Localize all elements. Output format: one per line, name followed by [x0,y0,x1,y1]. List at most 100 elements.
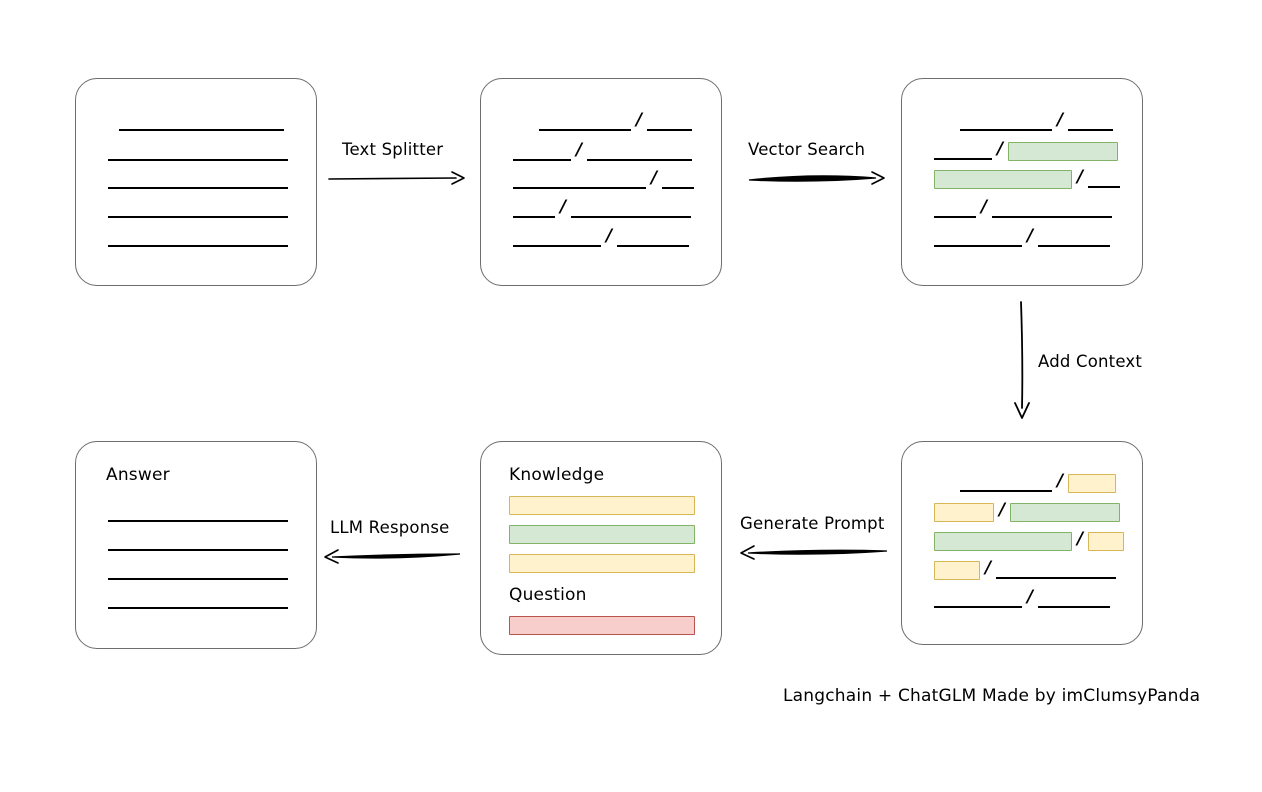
arrow-down-icon [1014,301,1030,419]
document-line: / [513,167,695,189]
box-source-document[interactable] [75,78,317,286]
arrow-left-icon [324,549,461,564]
arrow-label-generate-prompt: Generate Prompt [740,514,885,533]
document-lines: / / / / / [481,79,721,285]
document-line: / [513,198,692,218]
segment-separator: / [1077,528,1084,549]
arrow-add-context: Add Context [1010,300,1160,430]
arrow-label-add-context: Add Context [1038,352,1143,371]
document-line: / [934,138,1119,161]
box-prompt[interactable]: Knowledge Question [480,441,722,655]
knowledge-label: Knowledge [509,465,605,485]
segment-separator: / [981,196,988,217]
arrow-label-text-splitter: Text Splitter [342,140,444,159]
line-segment [108,200,288,218]
line-segment [647,113,693,131]
document-lines: / / / / / [902,79,1142,285]
line-segment [1038,590,1111,608]
line-segment [1088,170,1121,188]
arrow-label-llm-response: LLM Response [330,518,450,537]
knowledge-chip-3 [509,554,695,573]
line-segment-highlight-yellow [934,560,980,580]
question-chip [509,616,695,635]
line-segment-highlight-yellow [1068,473,1117,493]
document-line: / [960,470,1117,493]
segment-separator: / [1027,586,1034,607]
document-lines: / / / / / [902,442,1142,644]
line-segment [513,171,646,189]
document-line: / [513,139,693,161]
line-segment [992,200,1113,218]
document-line: / [934,499,1121,522]
line-segment [108,171,288,189]
document-line: / [934,559,1117,580]
line-segment-highlight-green [934,531,1072,551]
document-lines [76,79,316,285]
arrow-right-icon [328,171,465,185]
segment-separator: / [999,499,1006,520]
line-segment [571,200,692,218]
document-line [108,533,288,551]
document-line [108,591,288,609]
answer-label: Answer [106,465,170,485]
document-line [108,143,288,161]
segment-separator: / [1077,166,1084,187]
box-answer[interactable]: Answer [75,441,317,649]
line-segment [617,229,690,247]
line-segment [934,229,1022,247]
line-segment [1038,229,1111,247]
document-line: / [539,109,693,131]
document-line: / [960,109,1114,131]
document-line [108,562,288,580]
box-context-chunks[interactable]: / / / / / [901,441,1143,645]
document-line: / [934,166,1121,189]
arrow-left-icon [740,545,888,560]
line-segment-highlight-yellow [934,502,994,522]
line-segment [108,562,288,580]
arrow-right-icon [748,171,885,185]
knowledge-chip-1 [509,496,695,515]
line-segment [662,171,695,189]
segment-separator: / [997,138,1004,159]
segment-separator: / [1027,225,1034,246]
arrow-vector-search: Vector Search [748,140,888,190]
line-segment-highlight-green [934,169,1072,189]
line-segment-highlight-yellow [1088,531,1125,551]
box-matched-chunks[interactable]: / / / / / [901,78,1143,286]
line-segment [996,561,1117,579]
arrow-generate-prompt: Generate Prompt [738,514,888,564]
document-line: / [513,227,690,247]
line-segment [108,143,288,161]
segment-separator: / [1057,470,1064,491]
document-line [119,113,284,131]
segment-separator: / [636,109,643,130]
arrow-label-vector-search: Vector Search [748,140,866,159]
diagram-caption: Langchain + ChatGLM Made by imClumsyPand… [783,686,1201,706]
arrow-text-splitter: Text Splitter [328,140,468,190]
document-line [108,504,288,522]
box-split-chunks[interactable]: / / / / / [480,78,722,286]
line-segment [934,200,976,218]
document-line: / [934,586,1111,608]
arrow-llm-response: LLM Response [322,518,462,568]
document-lines [76,442,316,648]
line-segment [934,142,992,160]
line-segment [108,591,288,609]
line-segment [108,229,288,247]
document-line: / [934,225,1111,247]
segment-separator: / [651,167,658,188]
segment-separator: / [1057,109,1064,130]
document-line [108,200,288,218]
line-segment [934,590,1022,608]
line-segment [539,113,631,131]
document-line [108,171,288,189]
line-segment [108,504,288,522]
segment-separator: / [576,139,583,160]
line-segment [513,143,571,161]
document-line: / [934,528,1125,551]
line-segment [119,113,284,131]
line-segment [960,113,1052,131]
knowledge-chip-2 [509,525,695,544]
question-label: Question [509,585,587,605]
